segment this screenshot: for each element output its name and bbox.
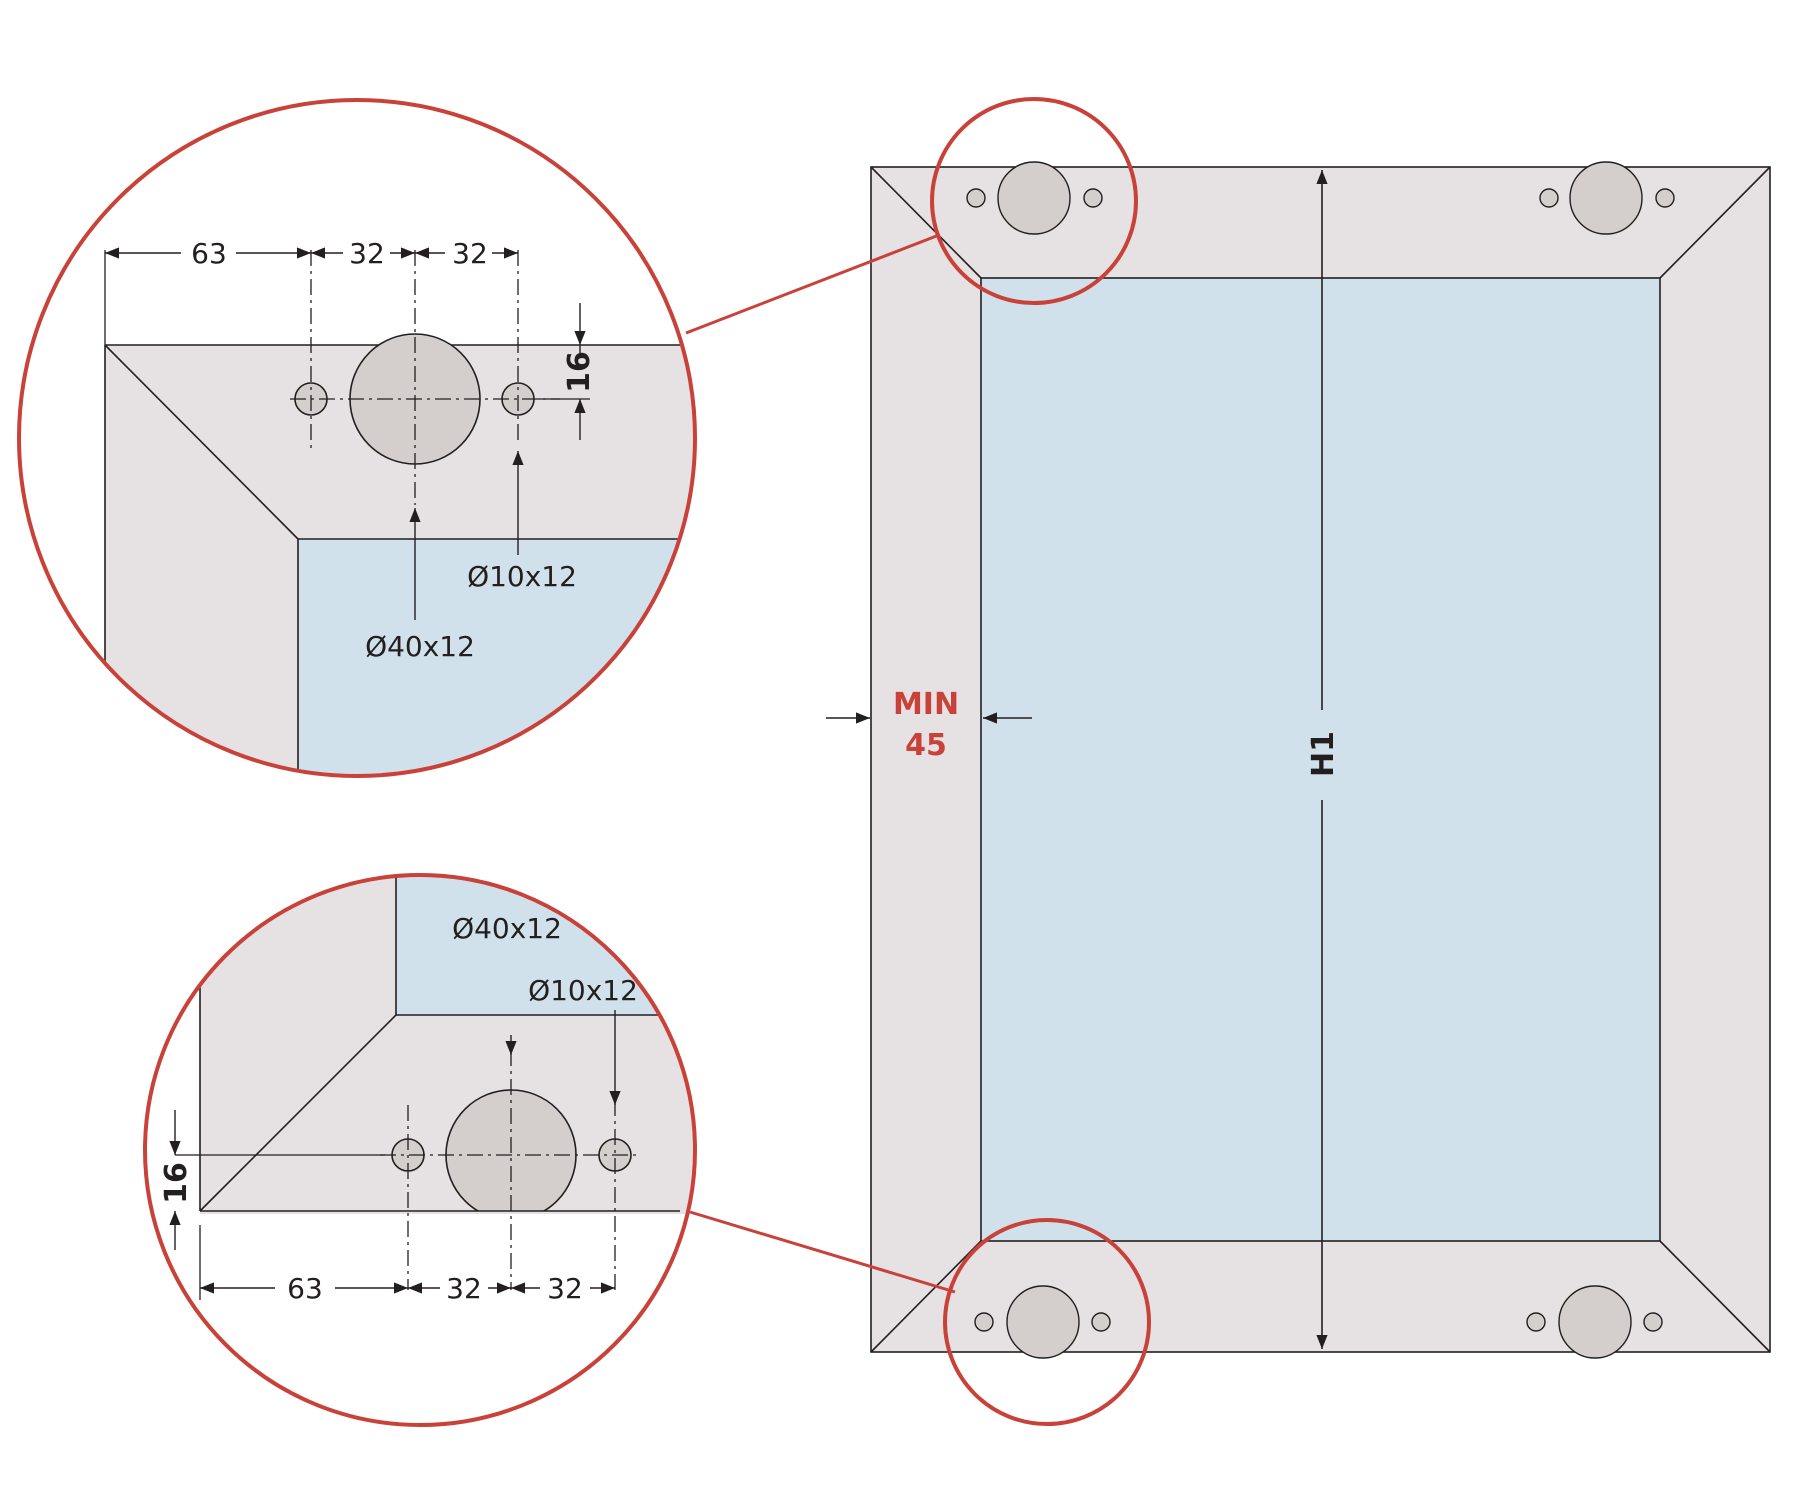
min-width-dimension: MIN 45: [826, 687, 1032, 763]
top-detail-callout: 63 32 32 16 Ø40x12 Ø10x12: [17, 98, 697, 778]
main-frame: H1 MIN 45: [826, 161, 1771, 1359]
miter-lines: [870, 166, 1771, 1353]
dim-63-label: 63: [287, 1272, 323, 1305]
big-hole-label: Ø40x12: [452, 912, 562, 945]
detail-callout-circle: [17, 98, 697, 778]
glass-panel: [980, 277, 1661, 1242]
callout-markers: [685, 97, 1151, 1426]
screw-hole: [1526, 1312, 1546, 1332]
hinge-cup-hole: [997, 161, 1071, 235]
hinge-top-left: [966, 161, 1103, 235]
height-label: H1: [1306, 731, 1341, 777]
detail-callout-circle: [143, 873, 697, 1427]
screw-hole: [1539, 188, 1559, 208]
small-hole-label: Ø10x12: [528, 974, 638, 1007]
hinge-bottom-left: [974, 1285, 1111, 1359]
hinge-bottom-right: [1526, 1285, 1663, 1359]
screw-hole: [974, 1312, 994, 1332]
height-dimension: H1: [1306, 170, 1341, 1349]
dim-32-label: 32: [547, 1272, 583, 1305]
dim-63-label: 63: [191, 237, 227, 270]
bottom-hinge-callout-circle: [943, 1218, 1151, 1426]
hinge-cup-hole: [1006, 1285, 1080, 1359]
min-width-label-line1: MIN: [893, 687, 959, 722]
screw-hole: [966, 188, 986, 208]
hinge-cup-hole: [1558, 1285, 1632, 1359]
big-hole-label: Ø40x12: [365, 630, 475, 663]
small-hole-label: Ø10x12: [467, 560, 577, 593]
screw-hole: [1083, 188, 1103, 208]
dim-16-label: 16: [159, 1162, 194, 1204]
screw-hole: [1655, 188, 1675, 208]
dim-32-label: 32: [446, 1272, 482, 1305]
dim-16-label: 16: [562, 351, 597, 393]
bottom-callout-connector: [689, 1210, 956, 1294]
bottom-detail-callout: 63 32 32 16 Ø40x12 Ø10x12: [143, 873, 697, 1427]
dim-32-label: 32: [349, 237, 385, 270]
top-hinge-callout-circle: [930, 97, 1138, 305]
top-callout-connector: [685, 233, 940, 335]
hinge-cup-hole: [1569, 161, 1643, 235]
min-width-label-line2: 45: [905, 728, 947, 763]
screw-hole: [1091, 1312, 1111, 1332]
screw-hole: [1643, 1312, 1663, 1332]
hinge-top-right: [1539, 161, 1675, 235]
dim-32-label: 32: [452, 237, 488, 270]
